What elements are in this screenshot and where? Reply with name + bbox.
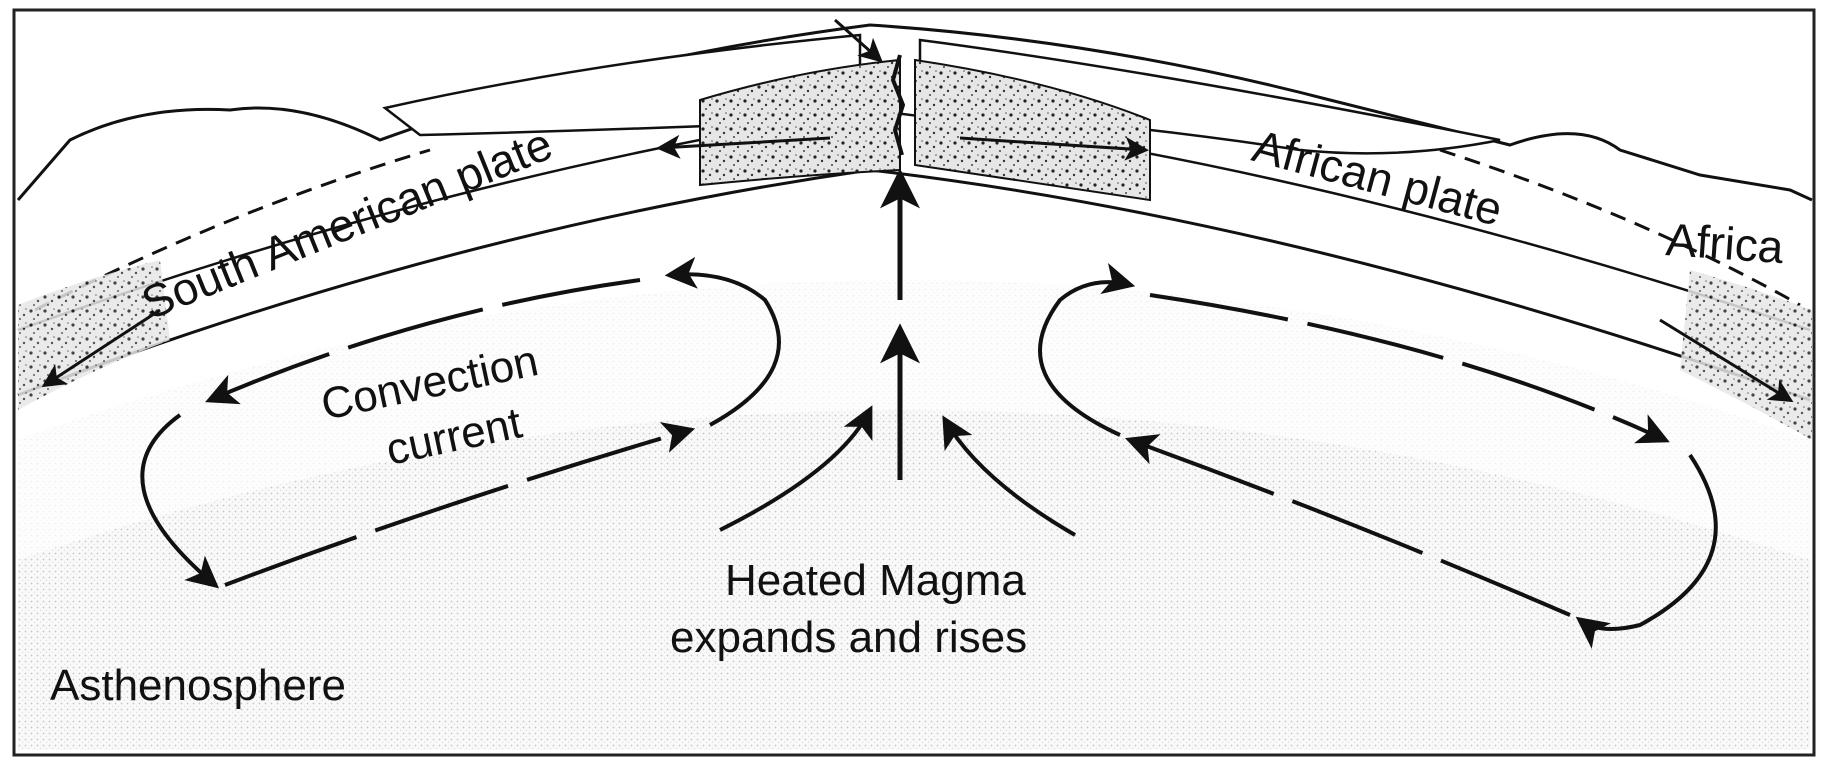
expands-rises-label: expands and rises (670, 613, 1027, 662)
africa-label: Africa (1664, 213, 1785, 273)
south-american-plate-label: South American plate (134, 117, 559, 329)
asthenosphere-label: Asthenosphere (50, 661, 346, 710)
heated-magma-label: Heated Magma (725, 556, 1026, 605)
